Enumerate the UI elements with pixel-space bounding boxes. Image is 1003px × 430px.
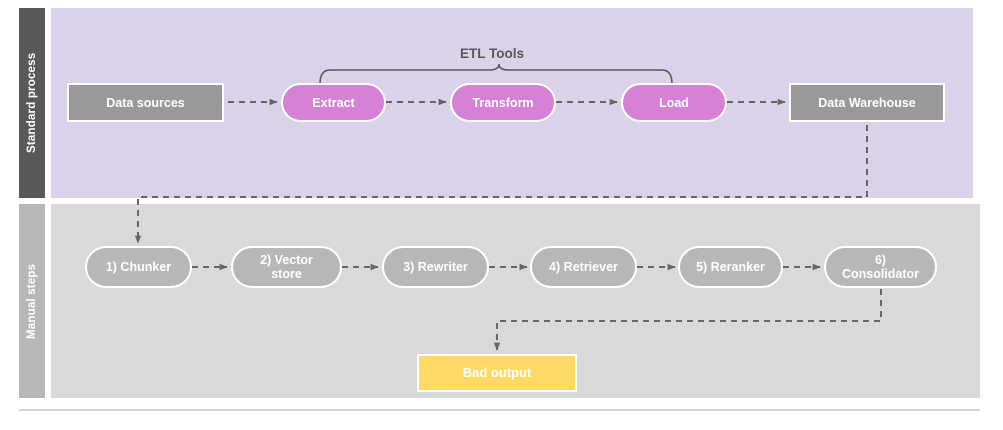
node-transform[interactable]: Transform	[450, 83, 556, 122]
node-vector-store[interactable]: 2) Vector store	[231, 246, 342, 288]
node-consolidator[interactable]: 6) Consolidator	[824, 246, 937, 288]
node-retriever[interactable]: 4) Retriever	[530, 246, 637, 288]
node-bad-output[interactable]: Bad output	[417, 354, 577, 392]
footer-divider	[19, 409, 980, 411]
lane-manual-steps-label: Manual steps	[19, 204, 45, 398]
node-data-warehouse[interactable]: Data Warehouse	[789, 83, 945, 122]
node-data-sources[interactable]: Data sources	[67, 83, 224, 122]
node-rewriter[interactable]: 3) Rewriter	[382, 246, 489, 288]
lane-standard-process-label: Standard process	[19, 8, 45, 198]
node-chunker[interactable]: 1) Chunker	[85, 246, 192, 288]
etl-tools-label: ETL Tools	[460, 46, 524, 61]
node-reranker[interactable]: 5) Reranker	[678, 246, 783, 288]
node-extract[interactable]: Extract	[281, 83, 386, 122]
node-load[interactable]: Load	[621, 83, 727, 122]
